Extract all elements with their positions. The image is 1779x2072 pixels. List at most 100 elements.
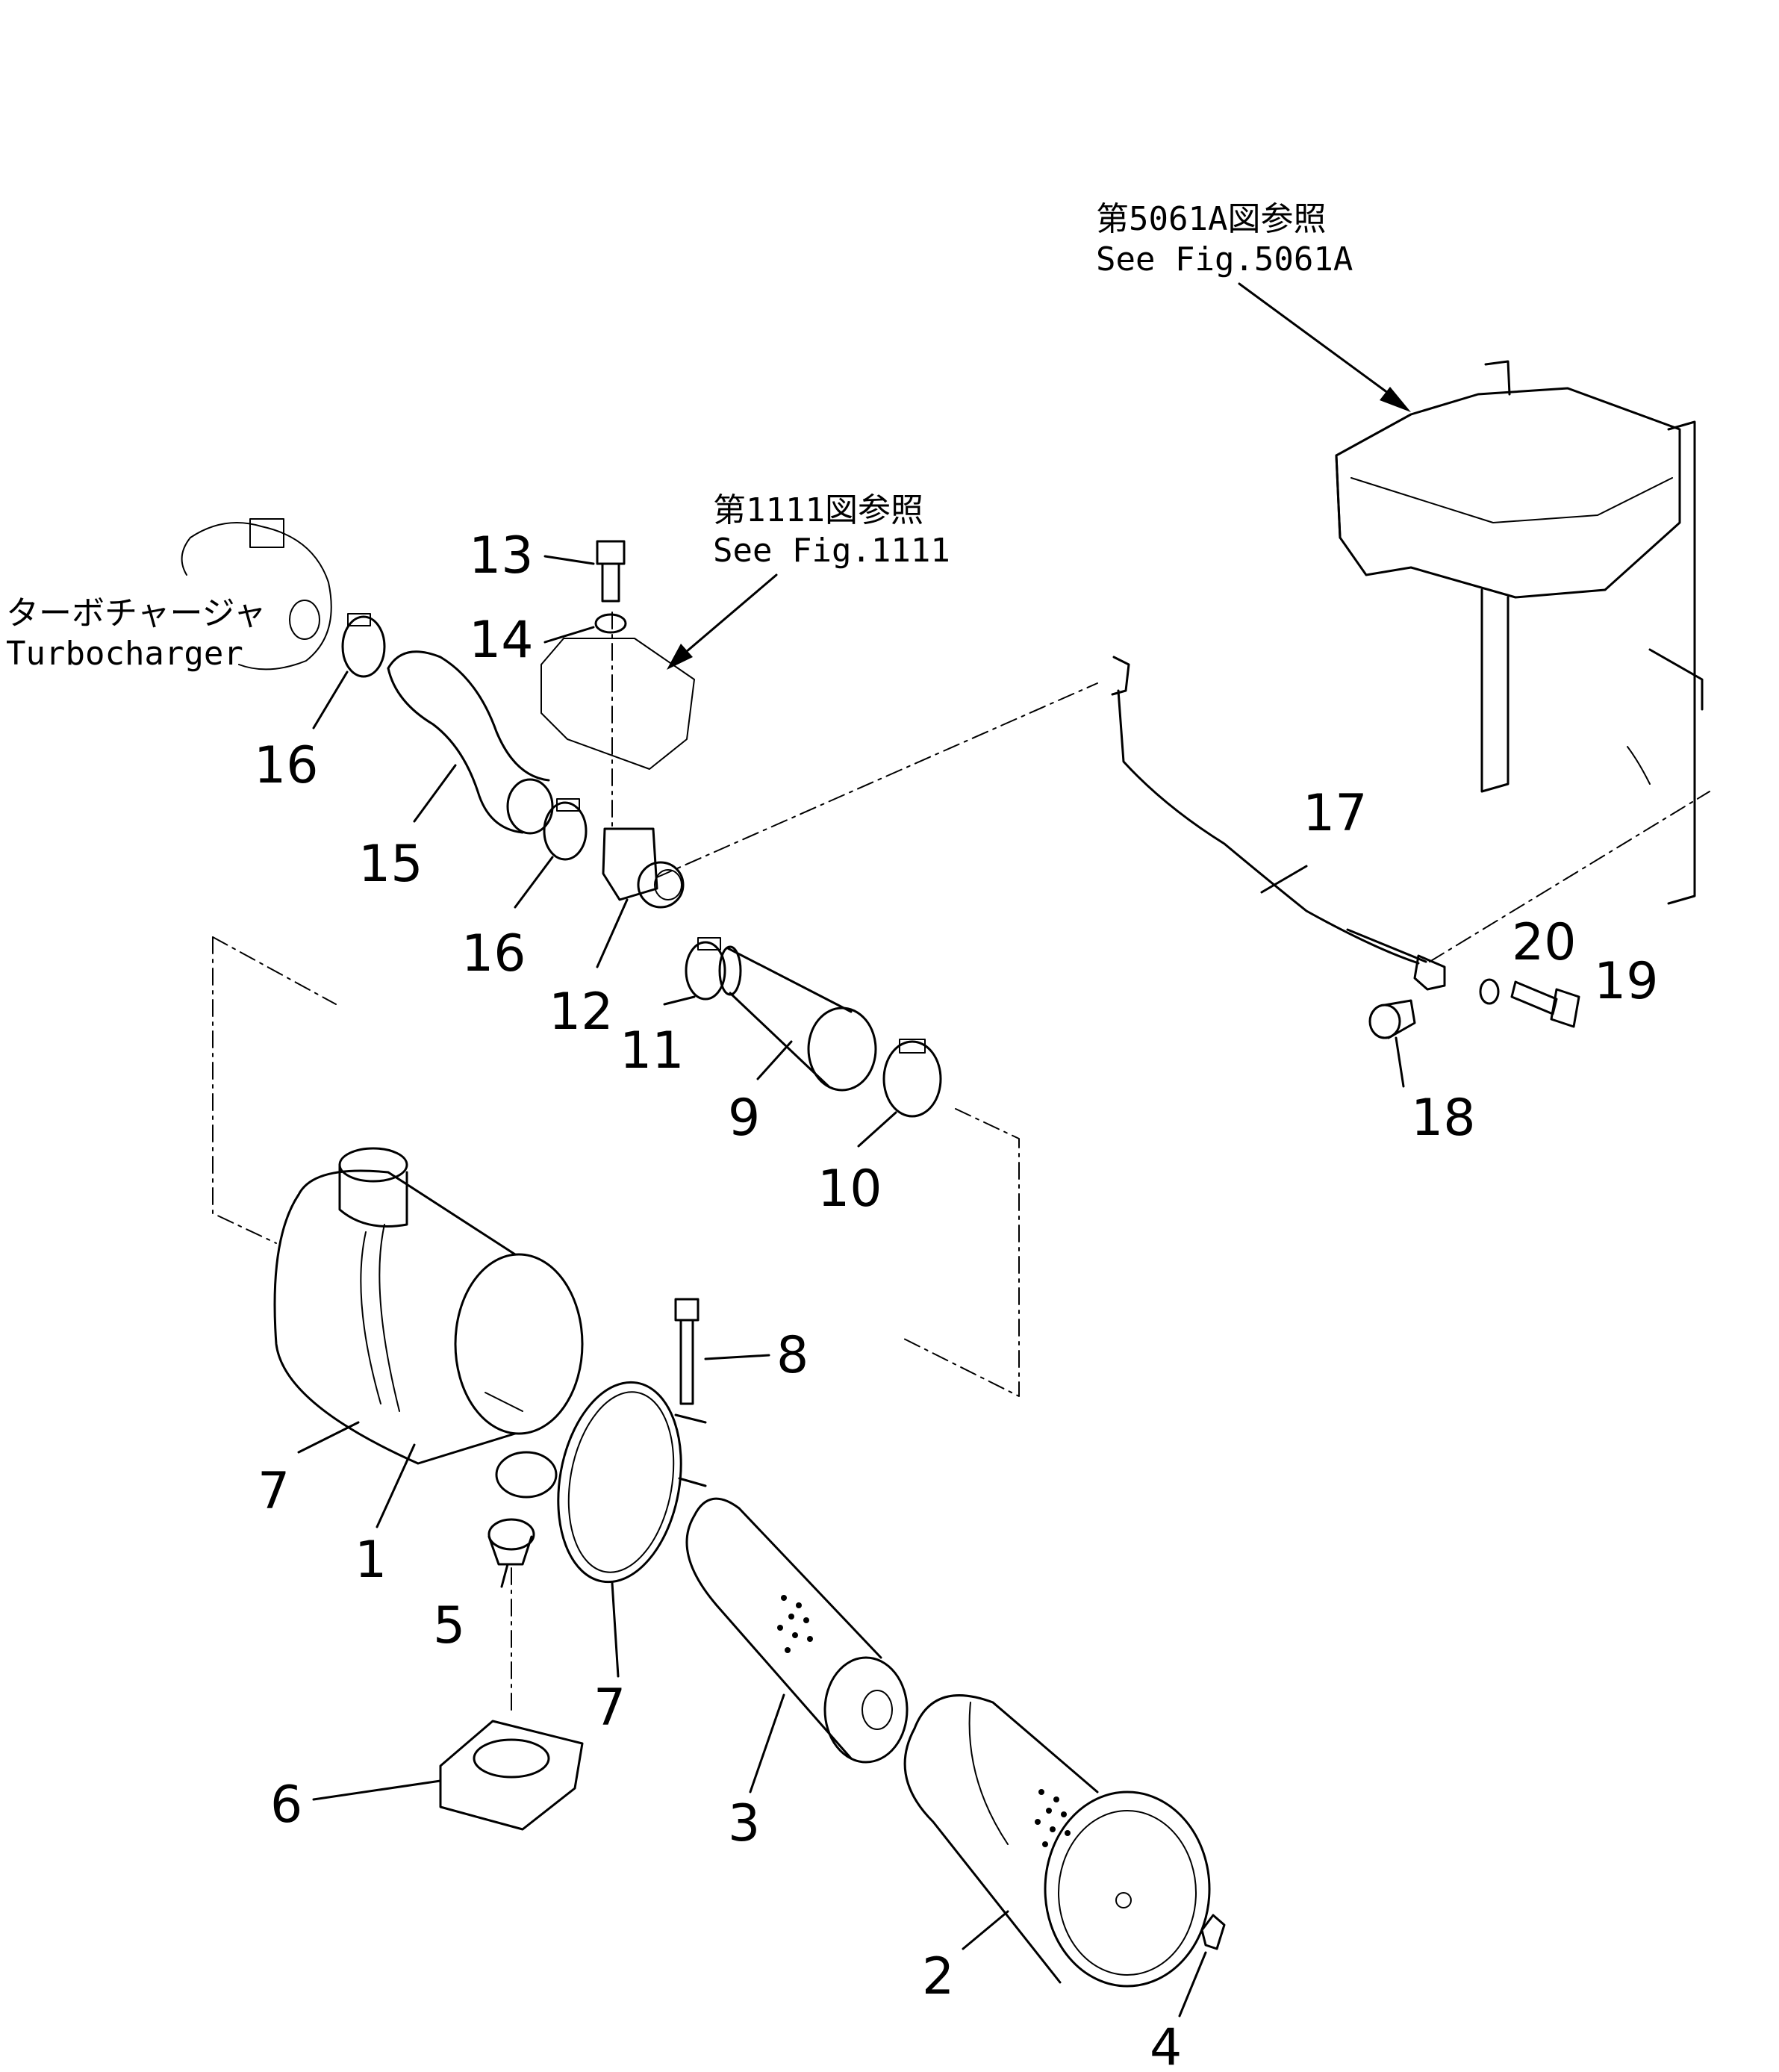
air-cleaner-outlet	[495, 1451, 558, 1499]
turbocharger-neck	[181, 537, 191, 576]
label-18: 18	[1411, 1089, 1476, 1148]
label-15: 15	[358, 835, 423, 894]
label-6: 6	[270, 1776, 302, 1835]
reference-fig5061a-en: See Fig.5061A	[1096, 240, 1353, 279]
element-2-face-inner	[1058, 1810, 1197, 1976]
valve-5-body	[487, 1535, 533, 1566]
bolt-13-head	[596, 540, 626, 565]
label-1: 1	[355, 1531, 387, 1590]
sensor-body	[602, 827, 658, 901]
hose-15-end	[506, 778, 554, 835]
harness-sleeve	[1346, 928, 1427, 963]
bracket-plate	[540, 638, 695, 770]
reference-fig1111-en: See Fig.1111	[713, 532, 950, 570]
harness-connector	[1111, 656, 1130, 696]
air-cleaner-stud	[485, 1392, 523, 1412]
phantom-left-box	[212, 936, 277, 1244]
label-9: 9	[728, 1089, 760, 1148]
label-13: 13	[469, 526, 534, 585]
phantom-lines	[212, 612, 1710, 1714]
part-11-clamp	[685, 937, 726, 1001]
element-2-bottom	[903, 1727, 1062, 1984]
part-12-sensor	[602, 827, 685, 909]
part-number-labels: 13 14 16 15 16 12 11 9 10 17 20 19 18 8 …	[254, 526, 1659, 2072]
reference-fig1111-jp: 第1111図参照	[713, 491, 923, 529]
valve-5-top	[487, 1518, 535, 1551]
element-3-center	[862, 1690, 893, 1730]
turbocharger-label-jp: ターボチャージャ	[6, 594, 266, 632]
element-3-face	[823, 1656, 909, 1764]
hose-9-top	[726, 947, 853, 1013]
clamp-16a-screw	[347, 613, 371, 626]
part-20-washer	[1479, 978, 1500, 1005]
element-3-bottom	[685, 1514, 853, 1760]
part-7-band	[557, 1381, 707, 1584]
label-3: 3	[728, 1794, 760, 1853]
clamp-11-ring	[685, 941, 726, 1001]
air-cleaner-band-1	[360, 1231, 381, 1404]
hose-15-top	[387, 650, 550, 782]
part-14-washer	[594, 613, 627, 634]
element-2-center	[1115, 1892, 1132, 1908]
air-cleaner-top	[297, 1169, 517, 1256]
part-6-pad	[439, 1720, 584, 1831]
air-cleaner-inlet-top	[338, 1147, 408, 1183]
clamp-11-screw	[697, 937, 721, 951]
sensor-port	[637, 861, 685, 909]
housing-tab	[1484, 360, 1511, 396]
part-18-sensor	[1368, 999, 1416, 1039]
phantom-bracket-line	[1429, 791, 1710, 962]
part-5-valve	[487, 1518, 535, 1566]
part-13-bolt	[596, 540, 626, 603]
band-7-ring	[557, 1381, 682, 1584]
housing-bracket	[1648, 648, 1704, 711]
reference-fig5061a-jp: 第5061A図参照	[1096, 200, 1326, 238]
element-2-face	[1044, 1791, 1211, 1988]
turbocharger-outlet	[249, 518, 284, 548]
bracket-plate-outline	[540, 638, 695, 770]
housing-pillar	[1667, 420, 1696, 905]
clamp-16a-ring	[341, 615, 386, 678]
sensor-port-inner	[654, 869, 682, 900]
phantom-right-box	[899, 1108, 1020, 1397]
clamp-16b-ring	[543, 801, 588, 861]
part-3-inner-element	[685, 1497, 909, 1764]
reference-turbocharger: ターボチャージャ Turbocharger	[6, 518, 332, 673]
label-17: 17	[1303, 784, 1368, 843]
bolt-8-head	[674, 1298, 700, 1322]
part-16-clamp-b	[543, 798, 588, 861]
air-cleaner-inlet	[338, 1163, 408, 1228]
part-1-air-cleaner	[273, 1147, 584, 1499]
turbocharger-label-en: Turbocharger	[6, 635, 243, 673]
label-10: 10	[817, 1160, 882, 1219]
air-cleaner-band-2	[378, 1224, 400, 1412]
part-4-wing-nut	[1200, 1914, 1226, 1950]
wing-nut-4	[1200, 1914, 1226, 1950]
label-19: 19	[1594, 952, 1659, 1011]
air-cleaner-bottom	[273, 1193, 517, 1465]
bolt-19-shank	[1510, 980, 1558, 1015]
clamp-10-ring	[882, 1040, 942, 1118]
harness-bracket	[1413, 954, 1446, 991]
label-7b: 7	[593, 1679, 626, 1737]
label-14: 14	[469, 611, 534, 670]
clamp-10-screw	[899, 1039, 926, 1054]
sensor-18-body	[1383, 999, 1416, 1039]
pad-6-hole	[473, 1738, 550, 1779]
hose-9-start	[718, 945, 742, 996]
part-16-clamp-a	[341, 613, 386, 678]
bolt-13-shank	[601, 562, 620, 603]
element-2-top	[913, 1694, 1099, 1793]
label-16b: 16	[461, 924, 526, 983]
hose-9-bottom	[729, 992, 830, 1088]
label-20: 20	[1512, 913, 1577, 972]
part-9-hose	[718, 945, 877, 1092]
housing-edge	[1335, 454, 1342, 539]
label-4: 4	[1150, 2018, 1182, 2072]
leader-lines	[297, 555, 1405, 2017]
hose-9-end	[807, 1007, 877, 1092]
label-2: 2	[922, 1947, 954, 2006]
housing-mount	[1627, 746, 1651, 785]
